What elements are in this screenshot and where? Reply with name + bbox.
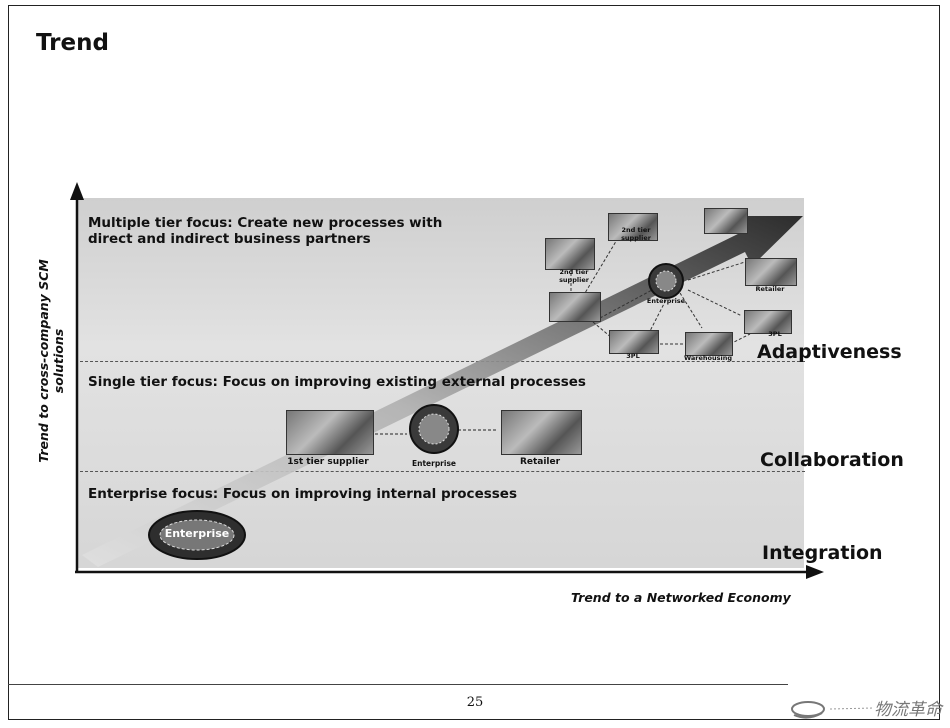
- y-axis-title: Trend to cross-company SCM solutions: [36, 259, 66, 463]
- top-right-image: [704, 208, 748, 234]
- integration-focus-text: Enterprise focus: Focus on improving int…: [88, 486, 517, 502]
- slide-title: Trend: [36, 30, 109, 56]
- supplier-image: [286, 410, 374, 455]
- adaptive-focus-text: Multiple tier focus: Create new processe…: [88, 215, 443, 247]
- footer-divider: [8, 684, 788, 685]
- x-axis-arrowhead: [806, 565, 824, 579]
- collab-supplier-label: 1st tier supplier: [287, 457, 369, 467]
- band-divider-lower: [80, 471, 805, 472]
- band-label-adaptiveness: Adaptiveness: [757, 341, 902, 363]
- band-divider-upper: [80, 361, 805, 362]
- collaboration-focus-text: Single tier focus: Focus on improving ex…: [88, 374, 586, 390]
- warehousing-label: Warehousing: [683, 354, 733, 362]
- tpl-bottom-label: 3PL: [626, 352, 640, 360]
- tier2-top-label: 2nd tier supplier: [621, 226, 651, 242]
- adaptive-retailer-label: Retailer: [755, 285, 785, 293]
- page-number: 25: [466, 695, 484, 710]
- tpl-right-label: 3PL: [768, 330, 782, 338]
- collab-enterprise-label: Enterprise: [411, 459, 457, 468]
- integration-enterprise-label: Enterprise: [164, 527, 230, 540]
- adaptive-enterprise-label: Enterprise: [646, 297, 686, 305]
- tpl-right-image: [744, 310, 792, 334]
- x-axis-title: Trend to a Networked Economy: [571, 590, 791, 605]
- logo: 物流革命: [788, 688, 948, 728]
- retailer-image: [501, 410, 582, 455]
- tier2-left-label: 2nd tier supplier: [559, 268, 589, 284]
- logo-text: 物流革命: [874, 700, 942, 720]
- adaptive-supplier-image: [549, 292, 601, 322]
- collab-retailer-label: Retailer: [519, 457, 561, 467]
- warehousing-image: [685, 332, 733, 356]
- y-axis-arrowhead: [70, 182, 84, 200]
- trend-arrow: [82, 216, 803, 567]
- adaptive-retailer-image: [745, 258, 797, 286]
- tier2-top-image: [608, 213, 658, 241]
- tier2-left-image: [545, 238, 595, 270]
- band-label-collaboration: Collaboration: [760, 449, 904, 471]
- tpl-bottom-image: [609, 330, 659, 354]
- band-label-integration: Integration: [762, 542, 883, 564]
